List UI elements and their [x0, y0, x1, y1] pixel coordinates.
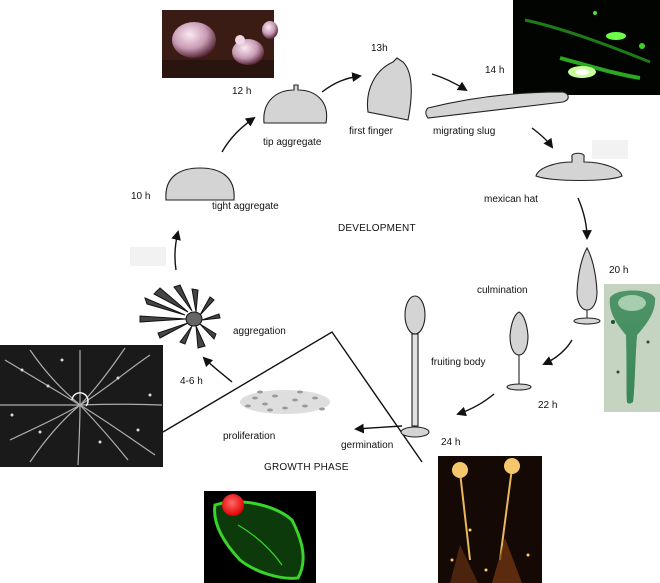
photo-mounds: [162, 10, 278, 78]
label-tip-aggregate: tip aggregate: [263, 137, 322, 148]
label-mexican-hat: mexican hat: [484, 194, 538, 205]
first-finger-shape: [366, 57, 412, 121]
arrow-22h-to-fruiting: [456, 393, 495, 417]
arrow-germination: [354, 423, 403, 434]
arrow-tip-to-finger: [321, 72, 362, 93]
mexican-hat-shape: [535, 152, 623, 182]
growth-phase-boundary: [162, 331, 423, 463]
label-culmination: culmination: [477, 285, 528, 296]
faint-placeholder-left: [130, 247, 166, 266]
aggregation-streams-drawing: [139, 284, 221, 349]
arrow-aggregation-to-tight: [171, 230, 181, 271]
photo-fruiting-bodies: [438, 456, 542, 583]
arrow-tight-to-tip: [221, 116, 256, 153]
arrow-slug-to-hat: [531, 127, 554, 149]
time-13h: 13h: [371, 43, 388, 54]
label-migrating-slug: migrating slug: [433, 126, 496, 137]
migrating-slug-shape: [425, 91, 569, 119]
photo-fluorescent-slug: [513, 0, 660, 95]
label-proliferation: proliferation: [223, 431, 276, 442]
arrow-to-aggregation: [202, 356, 233, 383]
fruiting-body-shape: [400, 295, 430, 438]
arrow-culmination-to-22h: [542, 339, 573, 366]
time-20h: 20 h: [609, 265, 629, 276]
time-4-6h: 4-6 h: [180, 376, 203, 387]
label-tight-aggregate: tight aggregate: [212, 201, 279, 212]
arrow-finger-to-slug: [431, 73, 468, 92]
time-22h: 22 h: [538, 400, 558, 411]
time-24h: 24 h: [441, 437, 461, 448]
culminant-22h-shape: [506, 311, 532, 391]
time-14h: 14 h: [485, 65, 505, 76]
tip-aggregate-shape: [263, 84, 328, 124]
arrow-hat-to-culmination: [577, 197, 592, 240]
section-growth-phase: GROWTH PHASE: [264, 462, 349, 473]
photo-green-cell: [204, 491, 316, 583]
faint-placeholder-right: [592, 140, 628, 159]
proliferation-cell-cloud: [240, 390, 330, 414]
culminant-20h-shape: [573, 246, 601, 325]
section-development: DEVELOPMENT: [338, 223, 416, 234]
time-10h: 10 h: [131, 191, 151, 202]
label-first-finger: first finger: [349, 126, 393, 137]
label-fruiting-body: fruiting body: [431, 357, 486, 368]
photo-stained-culminant: [604, 284, 660, 412]
label-germination: germination: [341, 440, 394, 451]
label-aggregation: aggregation: [233, 326, 286, 337]
tight-aggregate-shape: [165, 167, 235, 201]
time-12h: 12 h: [232, 86, 252, 97]
photo-aggregation-streams: [0, 345, 163, 467]
